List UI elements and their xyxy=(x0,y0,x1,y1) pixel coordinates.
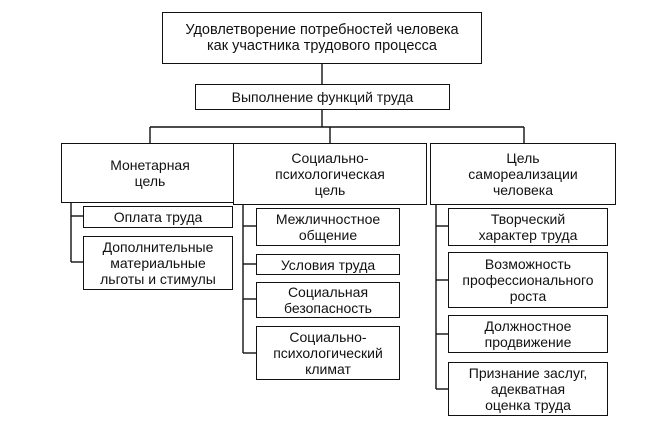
item-social-security: Социальная безопасность xyxy=(256,282,400,318)
item-growth: Возможность профессионального роста xyxy=(448,252,608,308)
item-pay: Оплата труда xyxy=(83,206,233,228)
branch-sociopsych: Социально- психологическая цель xyxy=(233,143,427,205)
item-extra-benefits: Дополнительные материальные льготы и сти… xyxy=(83,236,233,290)
item-recognition: Признание заслуг, адекватная оценка труд… xyxy=(448,362,608,416)
item-interpersonal: Межличностное общение xyxy=(256,208,400,246)
item-promotion: Должностное продвижение xyxy=(448,315,608,353)
item-climate: Социально- психологический климат xyxy=(256,326,400,380)
root-node: Удовлетворение потребностей человека как… xyxy=(162,12,482,64)
branch-selfrealization: Цель самореализации человека xyxy=(430,143,616,205)
branch-monetary: Монетарная цель xyxy=(61,143,239,203)
item-conditions: Условия труда xyxy=(256,254,400,275)
item-creative: Творческий характер труда xyxy=(448,208,608,246)
functions-node: Выполнение функций труда xyxy=(195,84,450,110)
